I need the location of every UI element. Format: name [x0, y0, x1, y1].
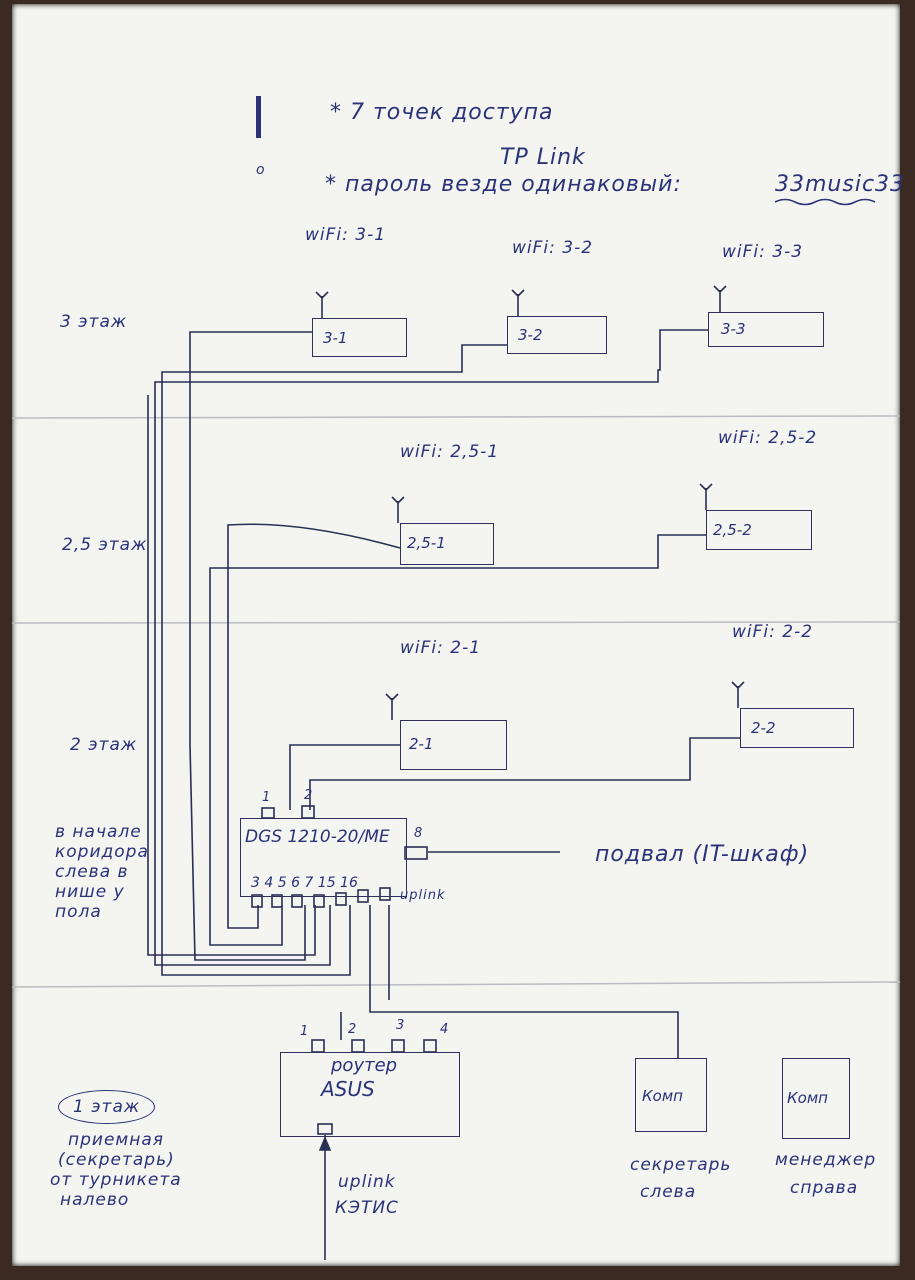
note-line: коридора [55, 842, 149, 862]
access-point-2-1: 2-1 [400, 720, 507, 770]
antenna-icon [391, 496, 405, 523]
switch-model: DGS 1210-20/ME [245, 827, 390, 847]
switch-port-1: 1 [262, 790, 272, 805]
note-line: слева в [55, 862, 129, 882]
computer-caption: слева [640, 1182, 697, 1202]
antenna-icon [385, 693, 399, 720]
access-point-3-1: 3-1 [312, 318, 407, 357]
computer-caption: секретарь [630, 1155, 732, 1175]
antenna-icons [315, 285, 745, 720]
note-line: приемная [68, 1130, 164, 1150]
note-line: от турникета [50, 1170, 182, 1190]
computer-manager: Комп [782, 1058, 850, 1139]
antenna-icon [731, 681, 745, 708]
router-asus: роутер ASUS [280, 1052, 460, 1137]
router-name: роутер [331, 1055, 398, 1076]
floor-divider [11, 621, 901, 624]
note-line: пола [55, 902, 102, 922]
basement-label: подвал (IT-шкаф) [595, 842, 810, 867]
antenna-icon [511, 289, 525, 316]
router-port-3: 3 [396, 1018, 406, 1033]
router-isp-label: КЭТИС [335, 1198, 399, 1218]
computer-caption: менеджер [775, 1150, 877, 1170]
ap-label: 3-2 [518, 326, 543, 344]
exclamation-mark [256, 96, 261, 138]
router-port-2: 2 [348, 1022, 358, 1037]
switch-location-note: в начале коридора слева в нише у пола [55, 822, 149, 922]
header-brand: TP Link [500, 145, 586, 170]
note-line: в начале [55, 822, 142, 842]
bullet-icon: o [256, 162, 266, 178]
wifi-label: wiFi: 2-1 [400, 638, 482, 658]
ap-label: 3-3 [721, 320, 746, 338]
floor-dividers [11, 415, 901, 988]
router-uplink-label: uplink [338, 1172, 396, 1192]
note-line: налево [60, 1190, 130, 1210]
access-point-2-5-1: 2,5-1 [400, 523, 494, 565]
ap-label: 2-1 [409, 735, 434, 753]
switch-port-2: 2 [304, 788, 314, 803]
note-line: нише у [55, 882, 125, 902]
ap-label: 2,5-2 [713, 521, 752, 539]
switch-dgs: DGS 1210-20/ME 3 4 5 6 7 15 16 [240, 818, 407, 897]
header-line1: * 7 точек доступа [330, 100, 554, 125]
antenna-icon [713, 285, 727, 312]
wifi-label: wiFi: 2-2 [732, 622, 814, 642]
password-underline [774, 198, 876, 206]
router-brand: ASUS [321, 1077, 375, 1101]
floor-label-2: 2 этаж [70, 735, 138, 755]
ap-label: 3-1 [323, 329, 348, 347]
antenna-icon [699, 483, 713, 510]
cables [147, 329, 740, 1260]
note-line: (секретарь) [58, 1150, 175, 1170]
header-line3: * пароль везде одинаковый: [325, 172, 682, 197]
wifi-label: wiFi: 2,5-1 [400, 442, 500, 462]
router-port-1: 1 [300, 1024, 310, 1039]
access-point-2-2: 2-2 [740, 708, 854, 748]
switch-uplink-label: uplink [400, 888, 446, 903]
computer-secretary: Комп [635, 1058, 707, 1132]
password-value: 33music33 [775, 172, 906, 197]
wifi-label: wiFi: 3-1 [305, 225, 387, 245]
access-point-3-3: 3-3 [708, 312, 824, 347]
reception-note: приемная (секретарь) от турникета налево [50, 1130, 182, 1210]
floor-label-3: 3 этаж [60, 312, 128, 332]
wifi-label: wiFi: 2,5-2 [718, 428, 818, 448]
switch-port-8: 8 [414, 826, 424, 841]
ap-label: 2-2 [751, 719, 776, 737]
computer-caption: справа [790, 1178, 859, 1198]
ap-label: 2,5-1 [407, 534, 446, 552]
access-point-2-5-2: 2,5-2 [706, 510, 812, 550]
floor-label-1: 1 этаж [58, 1090, 156, 1124]
paper-sheet [12, 4, 900, 1266]
wifi-label: wiFi: 3-3 [722, 242, 804, 262]
computer-label: Комп [787, 1089, 828, 1107]
switch-port-numbers: 3 4 5 6 7 15 16 [251, 875, 358, 891]
floor-divider [11, 981, 901, 988]
floor-divider [11, 415, 901, 419]
wifi-label: wiFi: 3-2 [512, 238, 594, 258]
antenna-icon [315, 291, 329, 318]
computer-label: Комп [642, 1087, 683, 1105]
access-point-3-2: 3-2 [507, 316, 607, 354]
router-port-4: 4 [440, 1022, 450, 1037]
floor-label-2-5: 2,5 этаж [62, 535, 148, 555]
